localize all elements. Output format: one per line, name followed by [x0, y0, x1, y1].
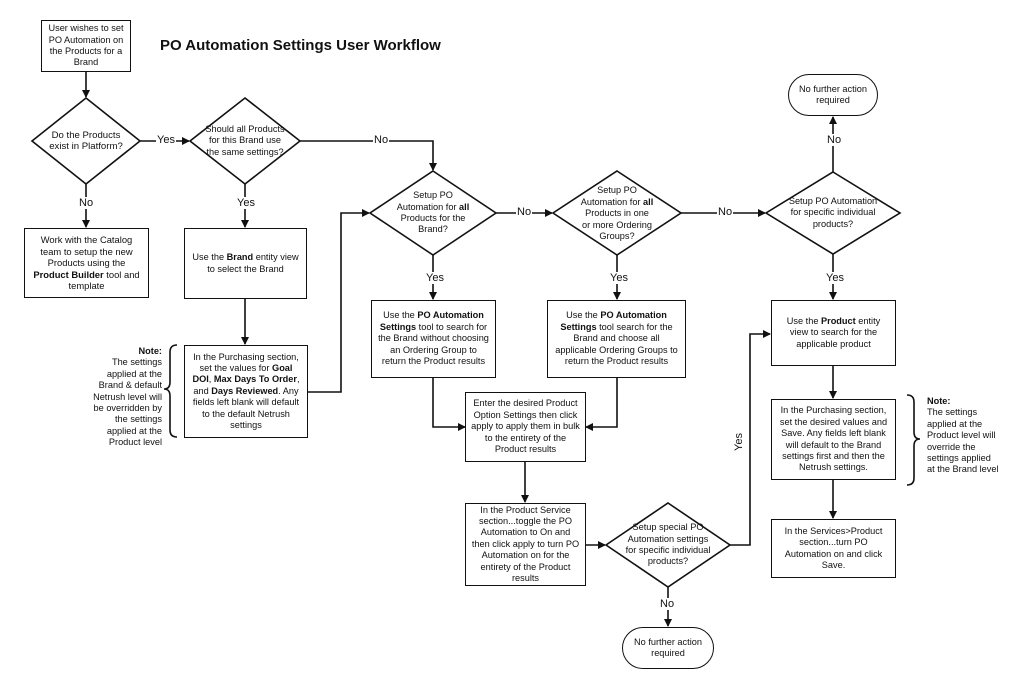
- product-view-box: Use the Product entity view to search fo…: [771, 300, 896, 366]
- label-exist-no: No: [78, 197, 95, 209]
- decision-exist-text: Do the Products exist in Platform?: [49, 129, 123, 152]
- note-right: Note: The settings applied at the Produc…: [927, 396, 999, 476]
- tool-groups-text: Use the PO Automation Settings tool sear…: [555, 310, 678, 367]
- catalog-box: Work with the Catalog team to setup the …: [24, 228, 149, 298]
- decision-specific-text: Setup PO Automation for specific individ…: [788, 195, 878, 229]
- purchasing-product-text: In the Purchasing section, set the desir…: [779, 405, 888, 473]
- arrow-toolgroups-to-options: [585, 378, 618, 431]
- purchasing-brand-text: In the Purchasing section, set the value…: [192, 351, 300, 431]
- decision-same-text: Should all Products for this Brand use t…: [205, 123, 285, 157]
- option-settings-box: Enter the desired Product Option Setting…: [465, 392, 586, 462]
- start-box: User wishes to set PO Automation on the …: [41, 20, 131, 72]
- note-right-brace: [906, 394, 921, 486]
- note-right-heading: Note:: [927, 396, 951, 406]
- option-settings-text: Enter the desired Product Option Setting…: [471, 398, 580, 455]
- note-left: Note: The settings applied at the Brand …: [92, 346, 162, 449]
- label-groups-yes: Yes: [609, 272, 629, 284]
- label-special-yes: Yes: [733, 432, 745, 452]
- page-title: PO Automation Settings User Workflow: [160, 37, 441, 54]
- arrow-toolall-to-options: [432, 378, 466, 431]
- start-text: User wishes to set PO Automation on the …: [48, 23, 124, 68]
- note-left-body: The settings applied at the Brand & defa…: [93, 357, 162, 448]
- purchasing-brand-box: In the Purchasing section, set the value…: [184, 345, 308, 438]
- services-text: In the Services>Product section...turn P…: [784, 525, 883, 570]
- label-specific-no: No: [826, 134, 843, 146]
- purchasing-product-box: In the Purchasing section, set the desir…: [771, 399, 896, 480]
- label-exist-yes: Yes: [156, 134, 176, 146]
- label-all-no: No: [516, 206, 533, 218]
- tool-all-text: Use the PO Automation Settings tool to s…: [378, 310, 489, 367]
- label-specific-yes: Yes: [825, 272, 845, 284]
- note-left-brace: [163, 344, 178, 438]
- label-special-no: No: [659, 598, 676, 610]
- decision-groups-text: Setup PO Automation for all Products in …: [580, 185, 654, 242]
- nfa-bottom-text: No further action required: [634, 636, 702, 658]
- note-right-body: The settings applied at the Product leve…: [927, 407, 999, 475]
- product-service-text: In the Product Service section...toggle …: [471, 504, 580, 584]
- decision-special-text: Setup special PO Automation settings for…: [625, 522, 711, 567]
- arrow-same-to-all: [300, 140, 437, 171]
- label-same-no: No: [373, 134, 390, 146]
- no-further-action-bottom: No further action required: [622, 627, 714, 669]
- brand-view-box: Use the Brand entity view to select the …: [184, 228, 307, 299]
- arrow-special-to-productview: [730, 330, 771, 546]
- no-further-action-top: No further action required: [788, 74, 878, 116]
- tool-groups-box: Use the PO Automation Settings tool sear…: [547, 300, 686, 378]
- label-groups-no: No: [717, 206, 734, 218]
- decision-all-text: Setup PO Automation for all Products for…: [396, 190, 470, 235]
- nfa-top-text: No further action required: [799, 83, 867, 105]
- brand-view-text: Use the Brand entity view to select the …: [192, 252, 299, 274]
- services-box: In the Services>Product section...turn P…: [771, 519, 896, 578]
- product-service-box: In the Product Service section...toggle …: [465, 503, 586, 586]
- label-same-yes: Yes: [236, 197, 256, 209]
- catalog-text: Work with the Catalog team to setup the …: [33, 234, 140, 292]
- label-all-yes: Yes: [425, 272, 445, 284]
- note-left-heading: Note:: [138, 346, 162, 356]
- tool-all-box: Use the PO Automation Settings tool to s…: [371, 300, 496, 378]
- arrow-purchasing-to-all: [308, 209, 370, 393]
- product-view-text: Use the Product entity view to search fo…: [786, 315, 881, 349]
